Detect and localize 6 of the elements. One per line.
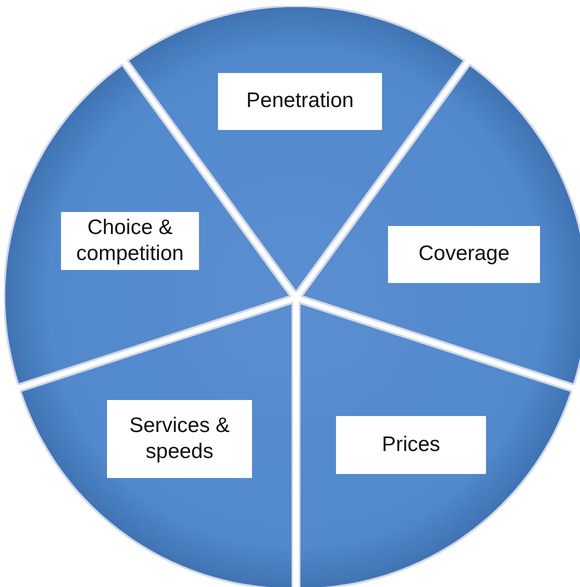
segment-label: Choice & competition (61, 212, 199, 270)
segment-label: Prices (336, 416, 486, 474)
segment-label: Services & speeds (107, 400, 252, 478)
segment-label: Penetration (218, 73, 382, 130)
pie-segment (299, 302, 572, 587)
segment-label: Coverage (388, 226, 540, 283)
